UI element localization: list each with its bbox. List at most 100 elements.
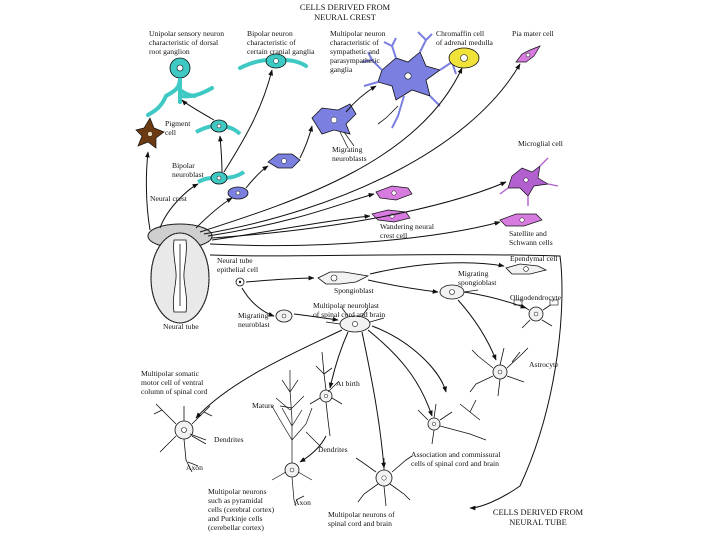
- svg-text:Astrocyte: Astrocyte: [529, 360, 559, 369]
- svg-text:Axon: Axon: [186, 463, 203, 472]
- microglial-cell: [499, 157, 559, 206]
- at-birth-neuron: [309, 351, 343, 437]
- pigment-cell: [135, 117, 165, 149]
- label-migrating-neuroblast: Migrating neuroblast: [238, 311, 271, 329]
- svg-text:such as pyramidal: such as pyramidal: [208, 496, 263, 505]
- svg-text:Unipolar sensory neuron: Unipolar sensory neuron: [149, 29, 224, 38]
- svg-text:epithelial cell: epithelial cell: [217, 265, 258, 274]
- svg-text:of spinal cord and brain: of spinal cord and brain: [313, 310, 385, 319]
- svg-text:crest cell: crest cell: [380, 231, 407, 240]
- svg-text:characteristic of: characteristic of: [247, 38, 296, 47]
- svg-text:motor cell of ventral: motor cell of ventral: [141, 378, 203, 387]
- crest-header-line1: CELLS DERIVED FROM: [300, 3, 391, 12]
- chromaffin-cell: [448, 47, 480, 69]
- svg-text:(cerebellar cortex): (cerebellar cortex): [208, 523, 264, 532]
- svg-text:Satellite and: Satellite and: [509, 229, 547, 238]
- label-bipolar-cranial: Bipolar neuron characteristic of certain…: [247, 29, 315, 56]
- svg-text:and Purkinje cells: and Purkinje cells: [208, 514, 262, 523]
- label-at-birth: At birth: [336, 379, 360, 388]
- svg-text:root ganglion: root ganglion: [149, 47, 190, 56]
- svg-text:characteristic of dorsal: characteristic of dorsal: [149, 38, 218, 47]
- svg-text:Mature: Mature: [252, 401, 275, 410]
- svg-text:parasympathetic: parasympathetic: [330, 56, 380, 65]
- svg-text:Oligodendrocyte: Oligodendrocyte: [510, 293, 562, 302]
- svg-text:characteristic of: characteristic of: [330, 38, 379, 47]
- pia-mater-cell: [515, 45, 541, 63]
- label-bipolar-neuroblast: Bipolar neuroblast: [172, 161, 205, 179]
- label-migrating-spongioblast: Migrating spongioblast: [458, 269, 497, 287]
- label-microglial: Microglial cell: [518, 139, 563, 148]
- tube-header-line2: NEURAL TUBE: [509, 518, 566, 527]
- label-dendrites-left: Dendrites: [214, 435, 244, 444]
- svg-text:spongioblast: spongioblast: [458, 278, 497, 287]
- label-mature: Mature: [252, 401, 275, 410]
- label-ependymal: Ependymal cell: [510, 254, 557, 263]
- svg-text:Neural tube: Neural tube: [217, 256, 253, 265]
- svg-text:Dendrites: Dendrites: [214, 435, 244, 444]
- unipolar-sensory-neuron: [146, 57, 214, 117]
- svg-text:Pigment: Pigment: [165, 119, 191, 128]
- svg-text:Pia mater cell: Pia mater cell: [512, 29, 554, 38]
- label-pia-mater: Pia mater cell: [512, 29, 554, 38]
- migrating-spongioblast-cell: [439, 284, 479, 300]
- svg-text:neuroblast: neuroblast: [172, 170, 205, 179]
- svg-text:cells of spinal cord and brain: cells of spinal cord and brain: [411, 459, 499, 468]
- astrocyte-cell: [469, 347, 529, 397]
- epithelial-cell: [235, 277, 245, 287]
- sensory-intermediate-cell: [195, 119, 242, 136]
- oligodendrocyte-cell: [513, 299, 559, 329]
- svg-text:Multipolar neuroblast: Multipolar neuroblast: [313, 301, 380, 310]
- label-multipolar-sympathetic: Multipolar neuron characteristic of symp…: [330, 29, 386, 74]
- label-neural-crest: Neural crest: [150, 194, 188, 203]
- label-oligodendrocyte: Oligodendrocyte: [510, 293, 562, 302]
- svg-text:Migrating: Migrating: [238, 311, 269, 320]
- tube-header-line1: CELLS DERIVED FROM: [493, 508, 584, 517]
- svg-text:Bipolar neuron: Bipolar neuron: [247, 29, 293, 38]
- svg-text:Schwann cells: Schwann cells: [509, 238, 553, 247]
- multipolar-spinal-neuron: [355, 455, 413, 507]
- svg-text:Dendrites: Dendrites: [318, 445, 348, 454]
- wandering-crest-cell: [371, 209, 411, 223]
- label-wandering: Wandering neural crest cell: [380, 222, 434, 240]
- label-migrating-neuroblasts: Migrating neuroblasts: [332, 145, 367, 163]
- svg-text:neuroblast: neuroblast: [238, 320, 271, 329]
- svg-text:sympathetic and: sympathetic and: [330, 47, 380, 56]
- crest-arrows: [145, 63, 521, 247]
- svg-text:Bipolar: Bipolar: [172, 161, 195, 170]
- spongioblast-cell: [317, 271, 370, 285]
- svg-text:cells (cerebral cortex): cells (cerebral cortex): [208, 505, 275, 514]
- svg-text:Migrating: Migrating: [458, 269, 489, 278]
- bipolar-cranial-neuron: [238, 53, 308, 70]
- svg-text:At birth: At birth: [336, 379, 360, 388]
- svg-text:Ependymal cell: Ependymal cell: [510, 254, 557, 263]
- label-epithelial: Neural tube epithelial cell: [217, 256, 258, 274]
- svg-text:Association and commissural: Association and commissural: [411, 450, 500, 459]
- svg-text:cell: cell: [165, 128, 176, 137]
- label-axon-left: Axon: [186, 463, 203, 472]
- label-multipolar-pyramidal: Multipolar neurons such as pyramidal cel…: [208, 487, 275, 532]
- sympathetic-neuroblast-cell: [311, 103, 357, 149]
- svg-text:Wandering neural: Wandering neural: [380, 222, 434, 231]
- svg-text:of adrenal medulla: of adrenal medulla: [436, 38, 494, 47]
- label-association: Association and commissural cells of spi…: [411, 450, 500, 468]
- ependymal-cell: [505, 263, 548, 275]
- svg-text:Migrating: Migrating: [332, 145, 363, 154]
- svg-text:Microglial cell: Microglial cell: [518, 139, 563, 148]
- pyramidal-purkinje-neuron: [271, 370, 313, 507]
- svg-text:Multipolar neurons of: Multipolar neurons of: [328, 510, 395, 519]
- wandering-crest-cell-upper: [375, 185, 413, 201]
- bipolar-neuroblast-cell: [197, 170, 246, 185]
- svg-text:Spongioblast: Spongioblast: [334, 286, 375, 295]
- label-motor-cell: Multipolar somatic motor cell of ventral…: [141, 369, 208, 396]
- leader-lines: [187, 381, 339, 501]
- label-multipolar-spinal: Multipolar neurons of spinal cord and br…: [328, 510, 395, 528]
- label-astrocyte: Astrocyte: [529, 360, 559, 369]
- motor-neuron-cell: [153, 403, 213, 473]
- svg-text:Chromaffin cell: Chromaffin cell: [436, 29, 484, 38]
- neural-tube-section: [147, 223, 213, 324]
- multipolar-sympathetic-neuron: [361, 31, 461, 129]
- label-satellite: Satellite and Schwann cells: [509, 229, 553, 247]
- label-multipolar-neuroblast: Multipolar neuroblast of spinal cord and…: [313, 301, 385, 319]
- svg-text:Multipolar neuron: Multipolar neuron: [330, 29, 386, 38]
